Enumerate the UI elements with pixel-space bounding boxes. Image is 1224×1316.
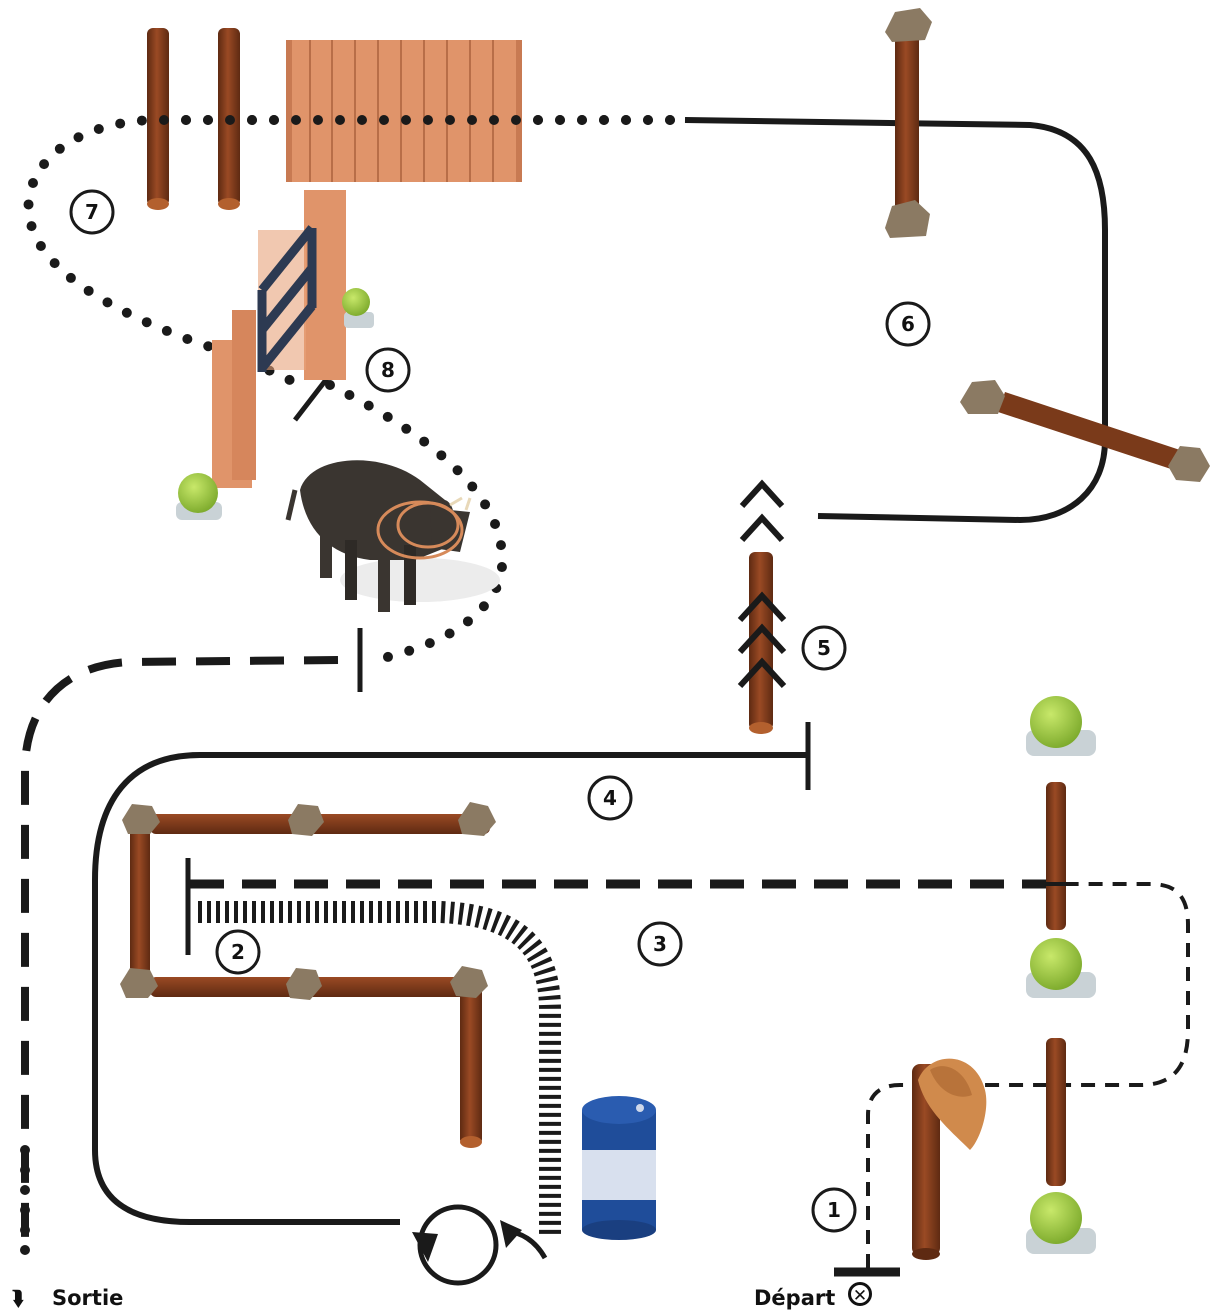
turn-arrow-head — [412, 1232, 438, 1262]
circled-x-icon: ✕ — [848, 1282, 872, 1306]
ball-bottom-right — [1026, 1192, 1096, 1254]
step-badge-7: 7 — [69, 189, 115, 235]
pole-step-3-lower — [1046, 1038, 1066, 1186]
start-label-text: Départ — [754, 1286, 836, 1310]
svg-text:2: 2 — [231, 940, 245, 964]
log-corridor-step-2 — [120, 802, 496, 1148]
hat-post — [912, 1058, 987, 1260]
svg-text:5: 5 — [817, 636, 831, 660]
step-badge-8: 8 — [365, 347, 411, 393]
pole-step-3-upper — [1046, 782, 1066, 930]
svg-text:4: 4 — [603, 786, 617, 810]
ball-gate-left — [176, 473, 222, 520]
wooden-bridge — [286, 40, 522, 182]
step-badge-1: 1 — [811, 1187, 857, 1233]
gate-step-8 — [212, 190, 346, 488]
turn-approach-arrow-head — [500, 1220, 522, 1248]
exit-label-text: Sortie — [52, 1286, 124, 1310]
path-step-6-solid — [684, 117, 1108, 524]
chevrons-step-5-log — [737, 591, 787, 689]
path-step-8-dotted — [325, 380, 508, 665]
svg-text:7: 7 — [85, 200, 99, 224]
svg-text:6: 6 — [901, 312, 915, 336]
path-step-4-solid — [92, 752, 808, 1225]
path-step-2-hatched — [198, 901, 561, 1238]
step-badge-6: 6 — [885, 301, 931, 347]
log-step-7-left — [147, 28, 169, 210]
svg-text:1: 1 — [827, 1198, 841, 1222]
ball-gate-right — [342, 288, 374, 328]
svg-text:3: 3 — [653, 932, 667, 956]
path-exit-dashed — [21, 656, 339, 1240]
log-step-5 — [749, 552, 773, 734]
path-step-1-dashed — [866, 882, 1190, 1268]
step-badge-3: 3 — [637, 921, 683, 967]
log-step-6-diagonal — [960, 380, 1210, 482]
chevrons-step-5-top — [739, 479, 785, 543]
step-badge-4: 4 — [587, 775, 633, 821]
step-badge-5: 5 — [801, 625, 847, 671]
start-label: ✕ — [848, 1282, 872, 1306]
ball-top-right — [1026, 696, 1096, 756]
step-badge-2: 2 — [215, 929, 261, 975]
log-step-6-vertical — [885, 8, 932, 238]
cow-with-lasso — [285, 460, 500, 612]
ball-middle-right — [1026, 938, 1096, 998]
svg-text:8: 8 — [381, 358, 395, 382]
double-chevron-down-icon: ⮯ — [12, 1286, 24, 1310]
exit-label: ⮯ — [12, 1286, 24, 1310]
barrel — [582, 1096, 656, 1240]
